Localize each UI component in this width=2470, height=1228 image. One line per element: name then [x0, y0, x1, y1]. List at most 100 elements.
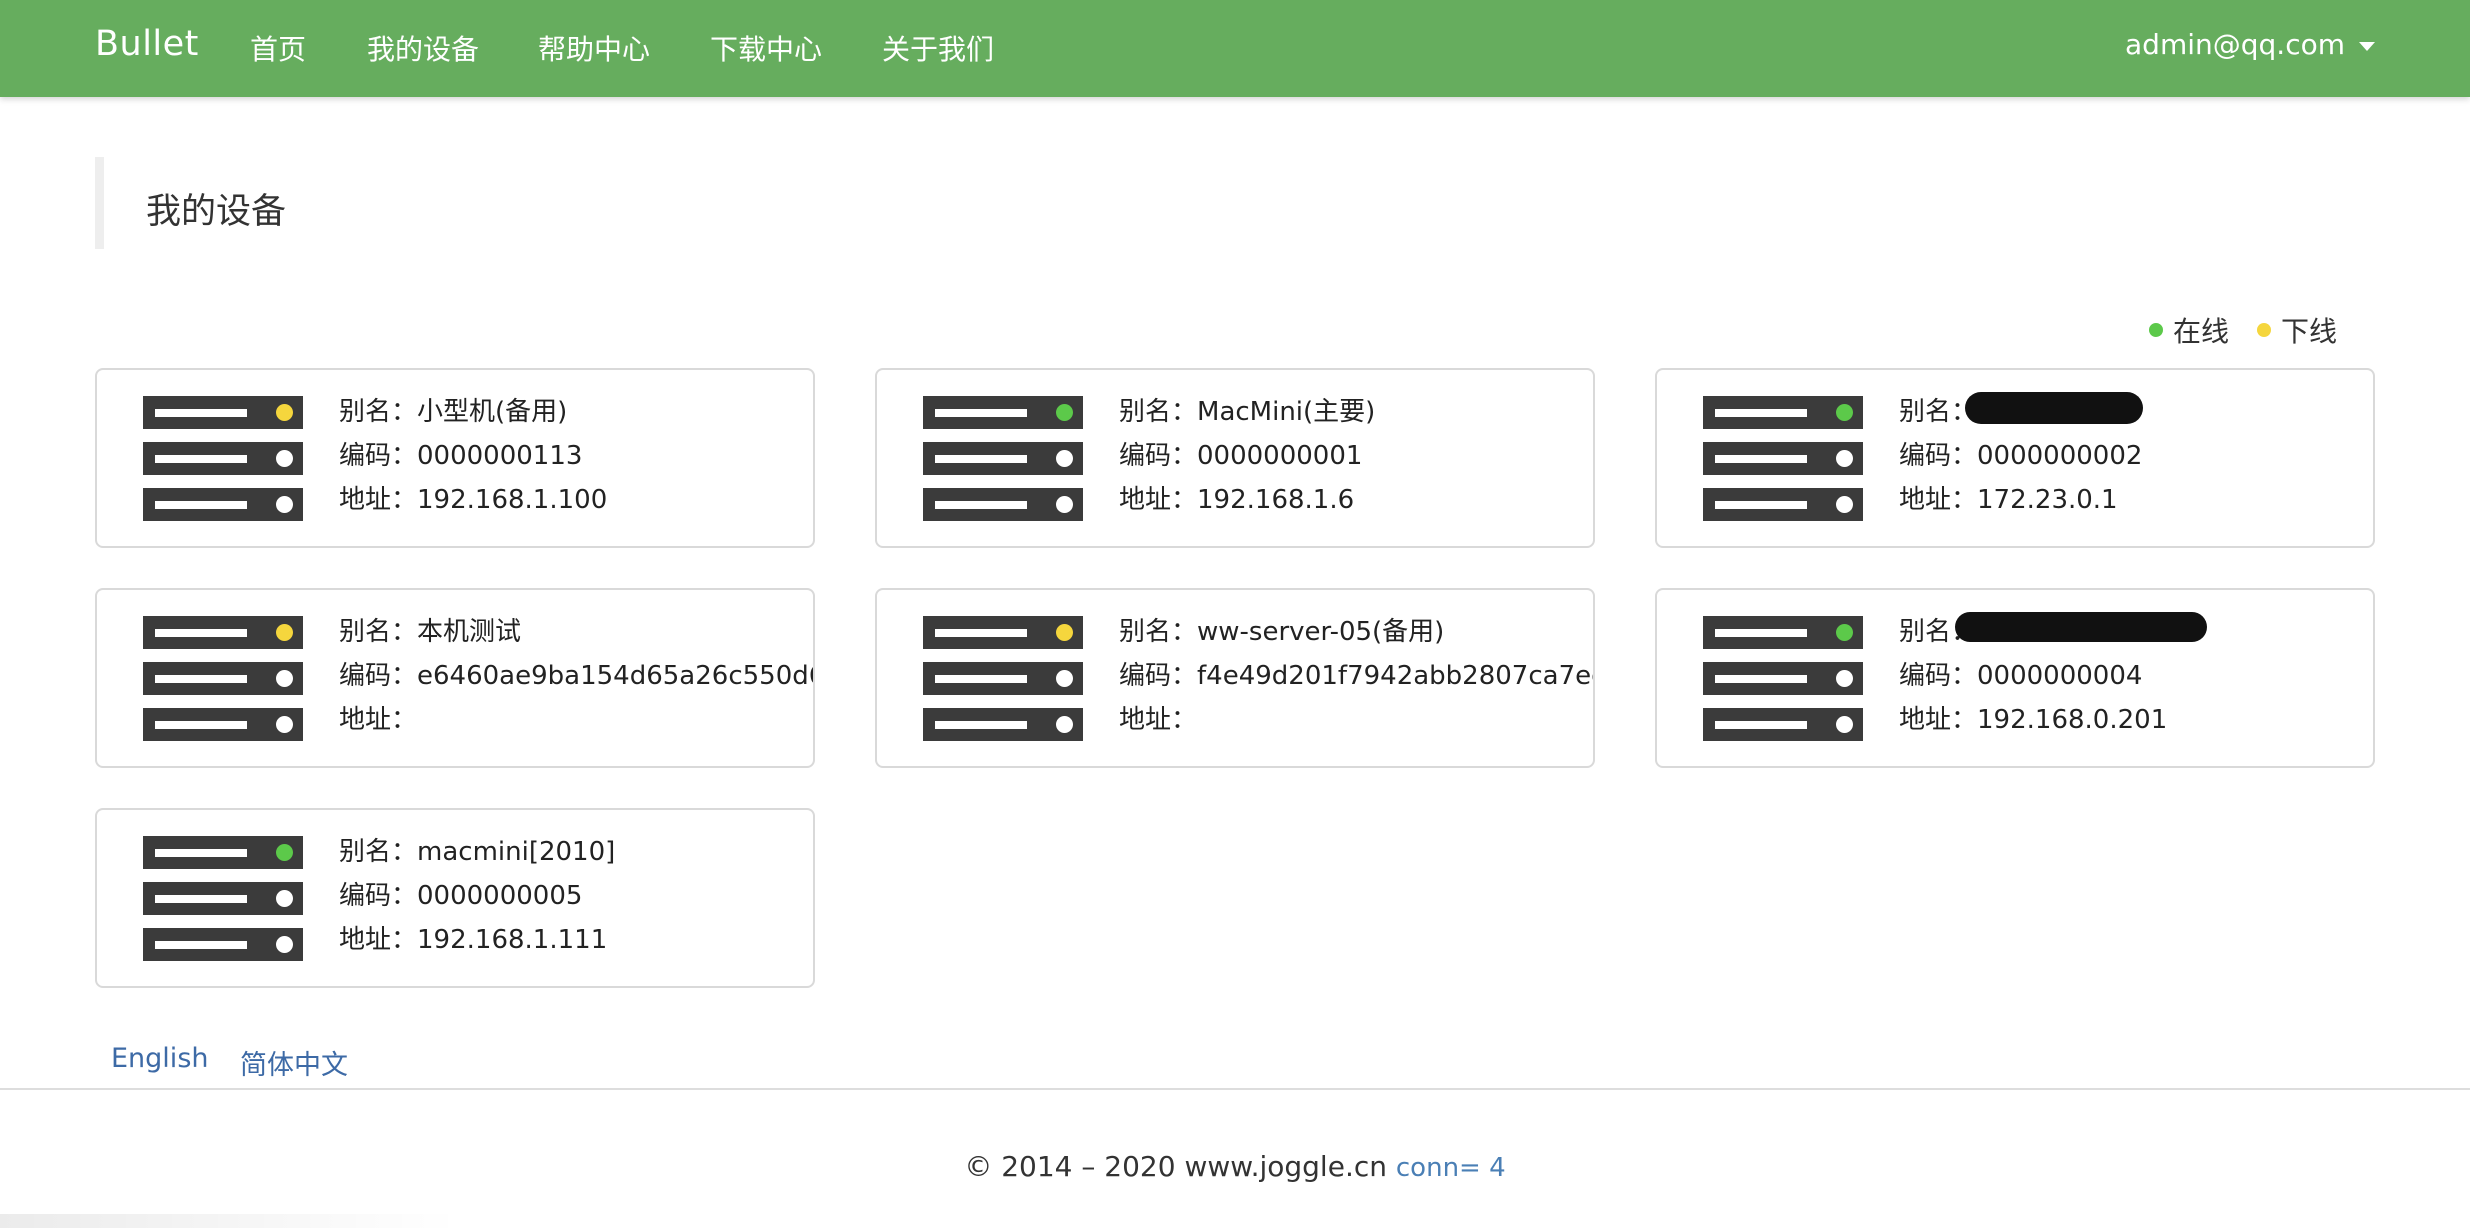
device-address-label: 地址：: [1119, 705, 1198, 735]
device-code-value: 0000000113: [417, 441, 583, 471]
footer-divider: [0, 1088, 2470, 1090]
server-led-icon: [276, 716, 293, 733]
device-address-label: 地址：: [339, 925, 418, 955]
server-led-icon: [276, 890, 293, 907]
page-title: 我的设备: [146, 192, 287, 232]
status-led-icon: [1056, 624, 1073, 641]
server-bar: [935, 409, 1027, 417]
connection-count: conn= 4: [1395, 1153, 1506, 1183]
online-dot-icon: [2148, 323, 2163, 337]
device-card[interactable]: 别名：ww-server-05(备用)编码：f4e49d201f7942abb2…: [875, 588, 1595, 768]
server-bar: [155, 895, 247, 903]
device-info: 别名：ww-server-05(备用)编码：f4e49d201f7942abb2…: [1119, 610, 1595, 742]
lang-english-link[interactable]: English: [111, 1043, 209, 1074]
server-bar: [1715, 409, 1807, 417]
device-alias-label: 别名：: [339, 837, 418, 867]
nav-item-about-us[interactable]: 关于我们: [882, 33, 995, 66]
device-code-value: e6460ae9ba154d65a26c550d62(: [417, 661, 815, 691]
device-code-row: 编码：0000000001: [1119, 434, 1375, 478]
device-card[interactable]: 别名：本机测试编码：e6460ae9ba154d65a26c550d62(地址：: [95, 588, 815, 768]
device-alias-value: 小型机(备用): [417, 397, 568, 427]
device-address-row: 地址：172.23.0.1: [1899, 478, 2142, 522]
server-led-icon: [1836, 670, 1853, 687]
server-unit: [923, 662, 1083, 695]
server-bar: [155, 941, 247, 949]
server-unit: [1703, 708, 1863, 741]
device-alias-row: 别名：MacMini(主要): [1119, 390, 1375, 434]
server-unit: [143, 836, 303, 869]
server-bar: [1715, 455, 1807, 463]
device-address-label: 地址：: [1899, 705, 1978, 735]
server-rack-icon: [143, 836, 303, 961]
nav-item-my-devices[interactable]: 我的设备: [367, 33, 480, 66]
device-alias-row: 别名：ww-server-05(备用): [1119, 610, 1593, 654]
device-code-row: 编码：0000000004: [1899, 654, 2167, 698]
server-led-icon: [1836, 450, 1853, 467]
server-unit: [143, 662, 303, 695]
server-led-icon: [1836, 716, 1853, 733]
status-led-icon: [1836, 404, 1853, 421]
server-bar: [935, 629, 1027, 637]
device-code-label: 编码：: [1899, 441, 1978, 471]
device-address-label: 地址：: [339, 485, 418, 515]
server-rack-icon: [1703, 616, 1863, 741]
offline-dot-icon: [2256, 323, 2271, 337]
device-alias-label: 别名：: [339, 617, 418, 647]
device-code-label: 编码：: [339, 881, 418, 911]
server-led-icon: [276, 936, 293, 953]
server-unit: [923, 396, 1083, 429]
user-dropdown[interactable]: admin@qq.com: [2125, 28, 2375, 61]
server-unit: [1703, 488, 1863, 521]
caret-down-icon: [2359, 41, 2375, 51]
top-navbar: Bullet 首页 我的设备 帮助中心 下载中心 关于我们 admin@qq.c…: [0, 0, 2470, 97]
server-bar: [935, 675, 1027, 683]
nav-item-help-center[interactable]: 帮助中心: [538, 33, 651, 66]
footer: © 2014 – 2020 www.joggle.cn conn= 4: [0, 1150, 2470, 1183]
server-led-icon: [1056, 450, 1073, 467]
status-led-icon: [276, 844, 293, 861]
device-address-label: 地址：: [1899, 485, 1978, 515]
server-unit: [143, 488, 303, 521]
server-bar: [1715, 721, 1807, 729]
device-code-row: 编码：0000000113: [339, 434, 607, 478]
device-address-row: 地址：: [339, 698, 813, 742]
device-info: 别名：本机测试编码：e6460ae9ba154d65a26c550d62(地址：: [339, 610, 815, 742]
device-code-label: 编码：: [1899, 661, 1978, 691]
server-led-icon: [1056, 670, 1073, 687]
server-unit: [143, 616, 303, 649]
device-address-label: 地址：: [1119, 485, 1198, 515]
server-unit: [143, 442, 303, 475]
device-alias-label: 别名：: [339, 397, 418, 427]
status-led-icon: [276, 624, 293, 641]
device-alias-value: MacMini(主要): [1197, 397, 1376, 427]
device-code-value: f4e49d201f7942abb2807ca7ecb(: [1197, 661, 1595, 691]
server-bar: [155, 849, 247, 857]
device-address-value: 192.168.0.201: [1977, 705, 2168, 735]
device-code-value: 0000000002: [1977, 441, 2143, 471]
device-code-row: 编码：e6460ae9ba154d65a26c550d62(: [339, 654, 815, 698]
server-bar: [935, 455, 1027, 463]
nav-item-download-center[interactable]: 下载中心: [710, 33, 823, 66]
server-rack-icon: [143, 616, 303, 741]
server-rack-icon: [923, 396, 1083, 521]
server-bar: [1715, 629, 1807, 637]
brand-logo[interactable]: Bullet: [95, 24, 199, 64]
nav-item-home[interactable]: 首页: [250, 33, 307, 66]
server-led-icon: [1836, 496, 1853, 513]
server-rack-icon: [1703, 396, 1863, 521]
server-rack-icon: [143, 396, 303, 521]
device-alias-value: macmini[2010]: [417, 837, 616, 867]
lang-chinese-link[interactable]: 简体中文: [240, 1050, 348, 1081]
device-address-row: 地址：192.168.0.201: [1899, 698, 2167, 742]
device-address-label: 地址：: [339, 705, 418, 735]
device-alias-value: ww-server-05(备用): [1197, 617, 1445, 647]
